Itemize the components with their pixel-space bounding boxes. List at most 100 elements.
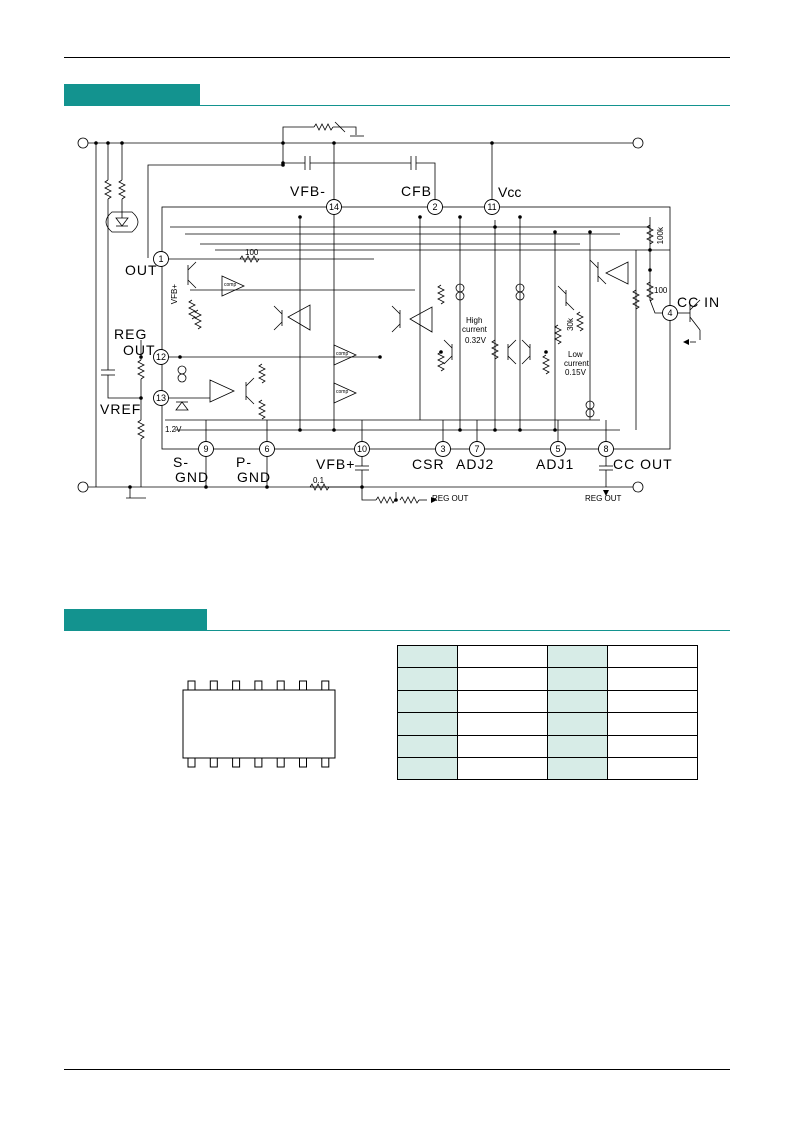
pin-number: 8 (603, 444, 608, 454)
pin-function-cell (607, 667, 698, 691)
junctions (94, 141, 652, 502)
pin-8: 8 (598, 441, 614, 457)
package-pin-bottom (321, 757, 330, 768)
pin-number-cell (547, 734, 608, 758)
pin-number: 10 (357, 444, 367, 454)
label-cc-in: CC IN (677, 294, 721, 310)
pin-number: 11 (487, 202, 496, 212)
label-comp-1: comp (224, 282, 237, 288)
package-pin-bottom (299, 757, 307, 768)
pin-function-cell (607, 689, 698, 714)
table-row (397, 712, 698, 736)
table-row (397, 689, 698, 714)
pin-12: 12 (153, 349, 169, 365)
package-pin-top (321, 680, 330, 691)
package-pin-top (187, 680, 196, 691)
label-csr: CSR (412, 456, 445, 472)
label-current-high: current (462, 325, 487, 334)
pin-1: 1 (153, 251, 169, 267)
pin-number-cell (547, 689, 608, 714)
label-comp-3: comp (336, 389, 349, 395)
label-reg: REG (114, 326, 148, 342)
pin-10: 10 (354, 441, 370, 457)
label-vref: VREF (100, 401, 142, 417)
pin-function-cell (607, 644, 698, 669)
pin-number-cell (397, 689, 458, 714)
pin-function-cell (457, 712, 548, 736)
pin-number: 14 (329, 202, 339, 212)
pin-6: 6 (259, 441, 275, 457)
label-p-gnd: GND (237, 469, 272, 485)
pin-9: 9 (198, 441, 214, 457)
label-cfb: CFB (401, 183, 432, 199)
label-v032: 0.32V (465, 336, 486, 345)
label-cc-out: CC OUT (613, 456, 673, 472)
package-pin-top (209, 680, 218, 691)
pin-number: 13 (156, 393, 166, 403)
pin-number: 4 (667, 308, 672, 318)
pin-function-cell (457, 667, 548, 691)
pin-number-cell (547, 756, 608, 781)
terminals (77, 137, 644, 493)
label-p: P- (236, 454, 252, 470)
pin-7: 7 (469, 441, 485, 457)
pin-table (397, 644, 698, 781)
pin-number-cell (547, 712, 608, 736)
label-high: High (466, 316, 483, 325)
pin-number-cell (397, 756, 458, 781)
wiring (88, 121, 701, 504)
package-body (182, 689, 336, 759)
label-low: Low (568, 350, 583, 359)
table-row (397, 756, 698, 781)
pin-number-cell (397, 667, 458, 691)
label-adj1: ADJ1 (536, 456, 575, 472)
pin-13: 13 (153, 390, 169, 406)
label-current-low: current (564, 359, 589, 368)
package-pin-top (299, 680, 307, 691)
label-v12: 1.2V (165, 425, 182, 434)
section-line-pin-assignment (207, 630, 730, 631)
package-pin-bottom (254, 757, 263, 768)
label-s-gnd: GND (175, 469, 210, 485)
label-s: S- (173, 454, 189, 470)
label-vfb-minus: VFB- (290, 183, 326, 199)
table-row (397, 644, 698, 669)
label-reg-out-small-2: REG OUT (585, 494, 622, 503)
pin-number: 12 (156, 352, 166, 362)
label-vcc: Vcc (498, 184, 522, 200)
pin-number-cell (547, 667, 608, 691)
package-pin-top (276, 680, 285, 691)
pin-number-cell (547, 644, 608, 669)
label-reg-out: OUT (123, 342, 156, 358)
label-r100-right: 100 (654, 286, 668, 295)
pin-number-cell (397, 644, 458, 669)
package-pin-bottom (232, 757, 241, 768)
pin-14: 14 (326, 199, 342, 215)
pin-number: 1 (158, 254, 163, 264)
arrows (431, 339, 689, 503)
pin-number: 2 (432, 202, 437, 212)
package-pin-bottom (187, 757, 196, 768)
section-line-block-diagram (200, 105, 730, 106)
label-vfb-plus: VFB+ (316, 456, 356, 472)
pin-function-cell (457, 689, 548, 714)
package-pin-bottom (276, 757, 285, 768)
pin-number: 9 (203, 444, 208, 454)
table-row (397, 734, 698, 758)
pin-number: 5 (555, 444, 560, 454)
section-bar-pin-assignment (64, 609, 207, 631)
label-reg-out-small-1: REG OUT (432, 494, 469, 503)
label-out: OUT (125, 262, 158, 278)
pin-function-cell (457, 756, 548, 781)
pin-5: 5 (550, 441, 566, 457)
pin-2: 2 (427, 199, 443, 215)
label-r01: 0.1 (313, 476, 325, 485)
label-comp-2: comp (336, 351, 349, 357)
table-row (397, 667, 698, 691)
header-rule (64, 57, 730, 58)
pin-11: 11 (484, 199, 500, 215)
package-pin-bottom (209, 757, 218, 768)
